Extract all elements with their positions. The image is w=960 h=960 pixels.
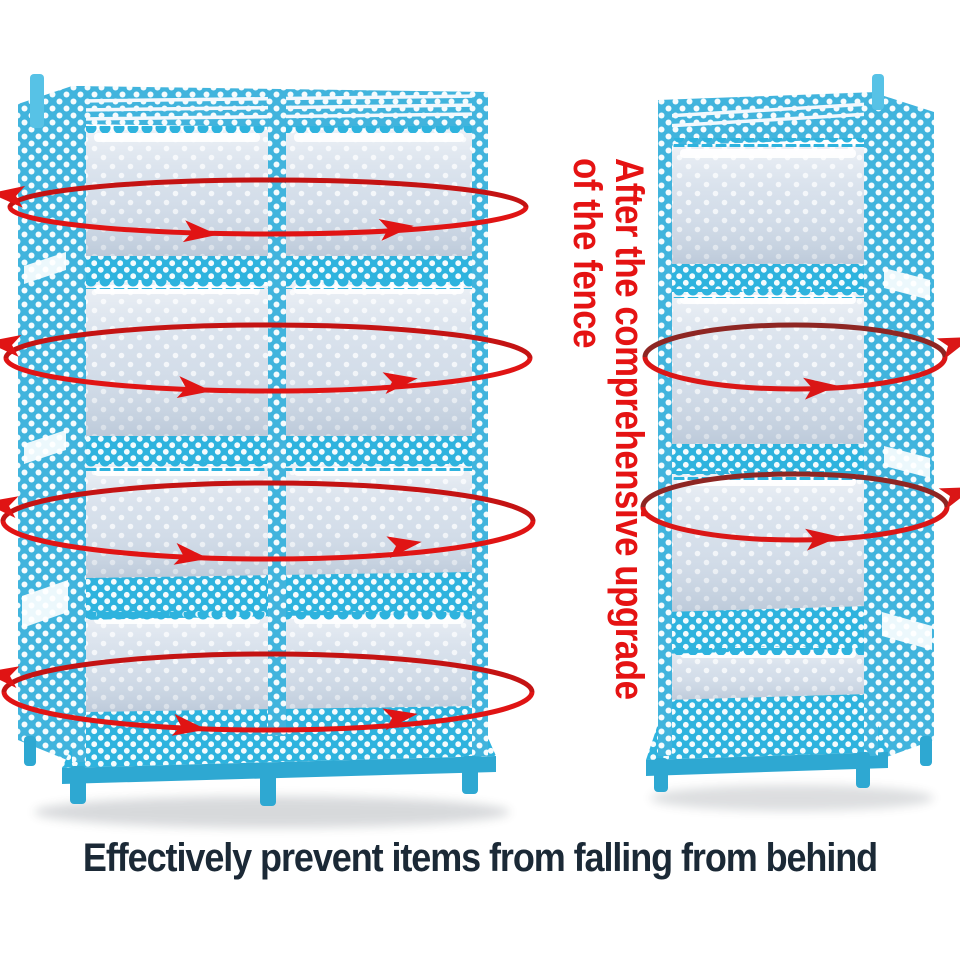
rotation-rings-left <box>0 177 536 741</box>
left-shelf-legs <box>24 736 478 806</box>
rotation-ring <box>642 322 960 400</box>
right-shelf-shadow <box>650 785 934 811</box>
bottom-caption: Effectively prevent items from falling f… <box>82 836 878 880</box>
rotation-ring <box>0 177 529 246</box>
left-shelf-posts <box>30 74 488 762</box>
rotation-ring <box>0 322 533 403</box>
right-shelf-side-panel <box>878 94 934 760</box>
left-shelf-shadow <box>34 796 510 828</box>
left-shelf-side-panel <box>18 86 72 762</box>
rotation-ring <box>640 471 960 551</box>
rotation-ring <box>0 651 535 741</box>
side-caption: After the comprehensive upgrade of the f… <box>564 158 651 700</box>
left-shelf <box>18 74 510 828</box>
side-caption-line1: After the comprehensive upgrade <box>607 158 651 700</box>
rotation-ring <box>0 480 536 570</box>
right-shelf-legs <box>654 736 932 792</box>
side-caption-line2: of the fence <box>564 158 609 349</box>
right-shelf-posts <box>658 74 884 756</box>
rotation-rings-right <box>640 322 960 551</box>
right-shelf <box>646 74 934 811</box>
